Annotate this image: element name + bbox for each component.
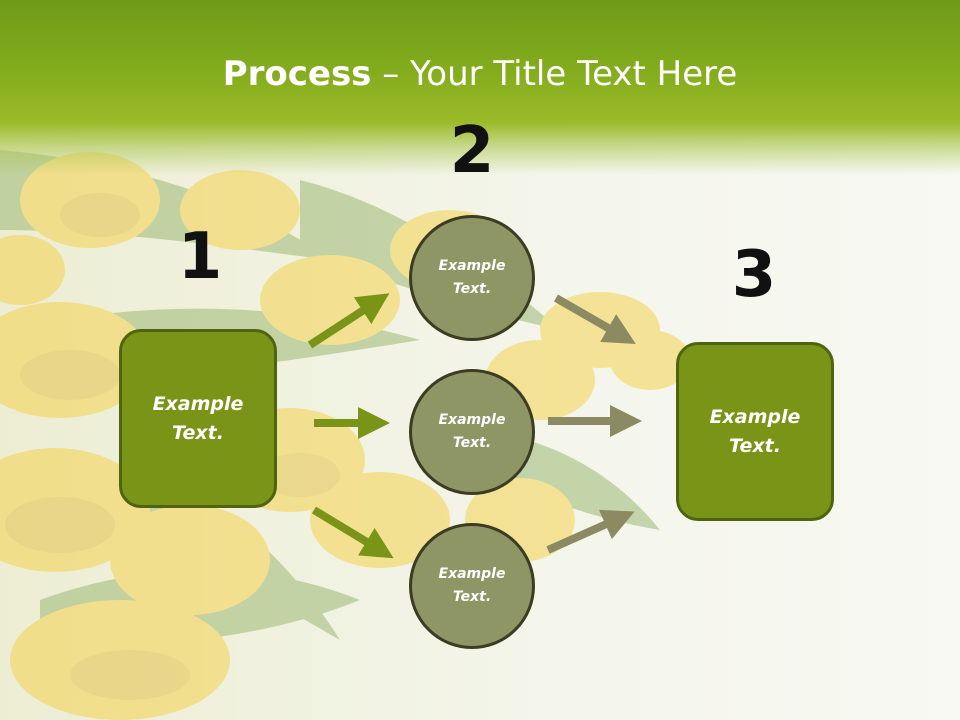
arrow-right-icon [546,509,635,554]
step-2-circle-top: Example Text. [409,215,535,341]
step-3-box: Example Text. [676,342,834,521]
step-number-3: 3 [731,238,777,312]
step-2-circle-middle: Example Text. [409,369,535,495]
circle-middle-text: Example Text. [438,412,506,451]
step-2-circle-bottom: Example Text. [409,523,535,649]
arrow-right-icon [307,293,390,349]
step-number-2: 2 [449,114,495,188]
slide-title: Process – Your Title Text Here [0,52,960,96]
step-3-text: Example Text. [709,405,801,457]
circle-bottom-text: Example Text. [438,566,506,605]
arrow-right-icon [311,506,394,559]
step-number-1: 1 [177,220,223,294]
step-1-box: Example Text. [119,329,277,508]
arrow-right-icon [554,294,636,344]
title-bold: Process [222,54,372,94]
header-band [0,0,960,175]
step-1-text: Example Text. [152,392,244,444]
title-rest: – Your Title Text Here [371,54,738,94]
circle-top-text: Example Text. [438,258,506,297]
